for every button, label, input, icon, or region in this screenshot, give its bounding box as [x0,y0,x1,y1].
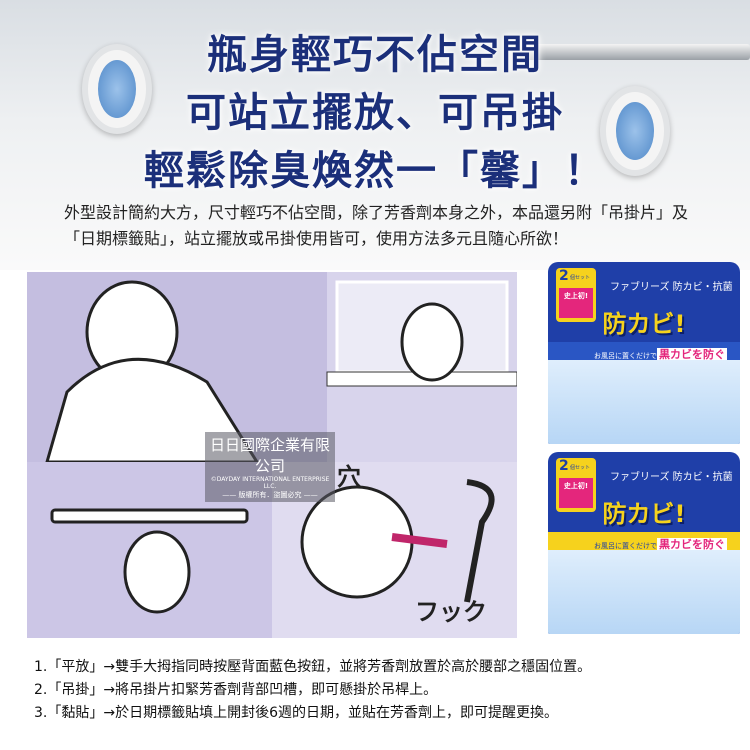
watermark-rights: —— 版權所有．盜圖必究 —— [222,491,318,499]
description: 外型設計簡約大方，尺寸輕巧不佔空間，除了芳香劑本身之外，本品還另附「吊掛片」及「… [64,203,689,248]
strip-em: 黒カビを防ぐ [657,348,727,361]
headline-line-1: 瓶身輕巧不佔空間 [207,32,543,78]
package-headline: 防カビ! [602,500,686,528]
package-strip: お風呂に置くだけで黒カビを防ぐ [548,342,740,361]
headline-line-3: 輕鬆除臭煥然一「馨」！ [144,148,606,194]
hero-background [0,0,750,270]
air-freshener-hanging [600,86,670,176]
hole-label: 穴 [337,463,361,491]
brand: ファブリーズ 防カビ・抗菌 [610,282,733,293]
watermark-name: 日日國際企業有限公司 [209,436,330,475]
count: 2 [559,458,569,474]
instruction-item: 2.「吊掛」→將吊掛片扣緊芳香劑背部凹槽，即可懸掛於吊桿上。 [34,682,438,698]
instructions-list: 1.「平放」→雙手大拇指同時按壓背面藍色按鈕，並將芳香劑放置於高於腰部之穩固位置… [34,656,591,725]
brand: ファブリーズ 防カビ・抗菌 [610,472,733,483]
watermark: 日日國際企業有限公司 ©DAYDAY INTERNATIONAL ENTERPR… [205,432,335,502]
hook-label: フック [415,598,487,626]
strip-text: お風呂に置くだけで [594,542,657,550]
usage-illustration-drawing [27,272,517,638]
badge-text: 史上初! [559,288,593,318]
strip-em: 黒カビを防ぐ [657,538,727,551]
instruction-item: 3.「黏貼」→於日期標籤貼填上開封後6週的日期，並貼在芳香劑上，即可提醒更換。 [34,705,558,721]
package-image [548,360,740,444]
count: 2 [559,268,569,284]
package-headline: 防カビ! [602,310,686,338]
air-freshener-standing [82,44,152,134]
towel-rail [520,44,750,60]
watermark-english: ©DAYDAY INTERNATIONAL ENTERPRISE LLC. [210,476,330,490]
package-image [548,550,740,634]
count-suffix: 個セット [570,465,591,471]
instruction-item: 1.「平放」→雙手大拇指同時按壓背面藍色按鈕，並將芳香劑放置於高於腰部之穩固位置… [34,659,592,675]
headline-line-2: 可站立擺放、可吊掛 [186,90,564,136]
strip-text: お風呂に置くだけで [594,352,657,360]
usage-illustration: 穴 フック [27,272,517,638]
package-strip: お風呂に置くだけで黒カビを防ぐ [548,532,740,551]
count-suffix: 個セット [570,275,591,281]
badge-text: 史上初! [559,478,593,508]
